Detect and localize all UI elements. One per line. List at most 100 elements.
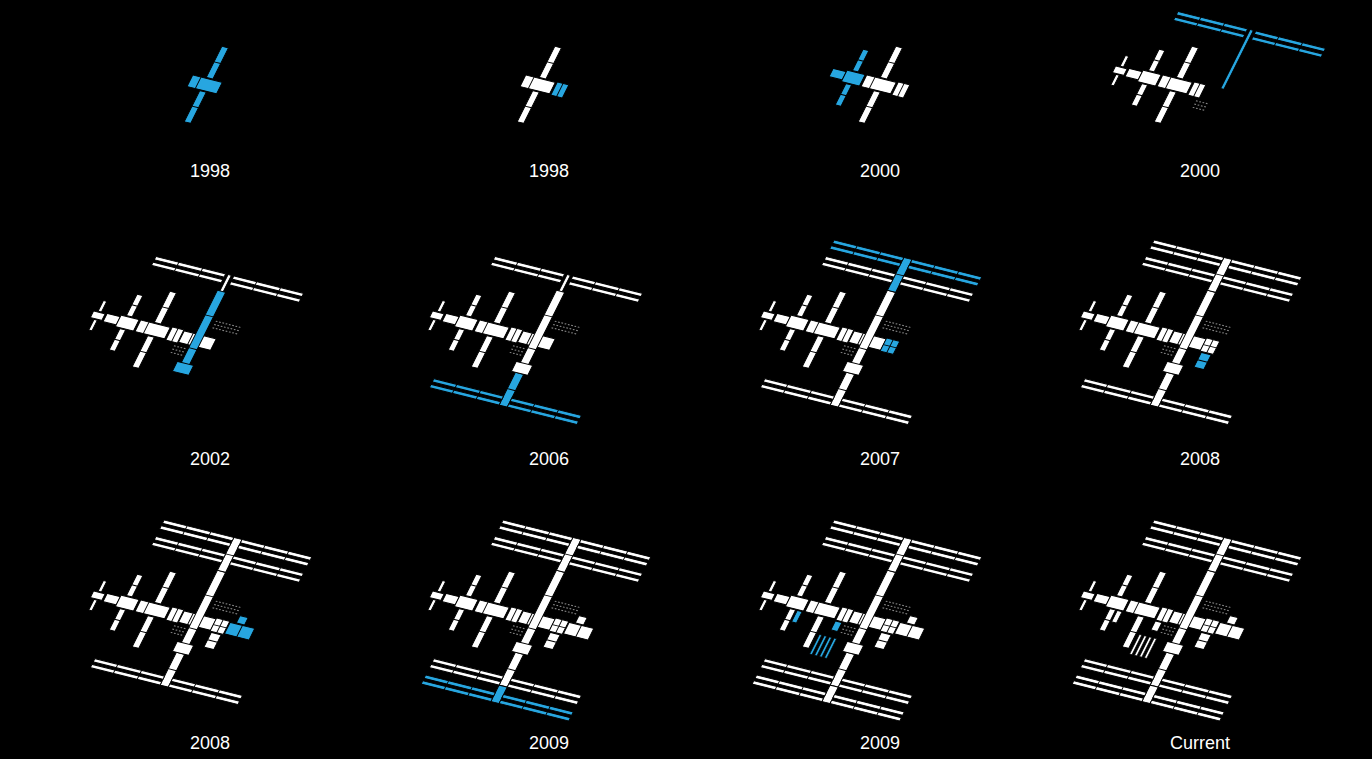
year-label: 2006 [529,449,569,471]
year-label: 2008 [190,733,230,755]
module [204,632,221,649]
year-label: 2008 [1180,449,1220,471]
module [1200,338,1220,354]
radiator [213,601,241,614]
year-label: 2009 [529,733,569,755]
solar-array [1080,379,1232,425]
module [1112,610,1163,633]
module [458,288,525,371]
station-stage [721,512,982,721]
year-label: 2000 [860,161,900,183]
station-stage [171,43,238,126]
radiator [171,346,187,356]
year-label: Current [1170,733,1230,755]
solar-array [1150,520,1302,566]
mobile-base [1162,641,1183,655]
module [892,82,910,98]
radiator [1203,321,1231,334]
module [1194,632,1211,649]
radiator [1203,601,1231,614]
solar-array [490,256,642,302]
radiator [552,601,580,614]
module [119,288,186,371]
module [874,632,891,649]
radiator [1161,346,1177,356]
module [1109,288,1176,371]
truss [1166,290,1215,374]
solar-array [90,659,242,705]
mobile-base [1162,361,1183,375]
module [543,632,560,649]
station-stage [504,43,584,129]
truss [176,570,225,654]
solar-array [421,675,573,721]
station-stage [1041,512,1302,721]
radiator [883,321,911,334]
solar-array [760,379,912,425]
radiator [841,346,857,356]
mobile-base [842,641,863,655]
module [792,610,843,633]
radiator [510,626,526,636]
module [224,614,258,640]
solar-array [830,240,982,286]
mobile-base [172,641,193,655]
module [894,614,928,640]
module [1188,82,1206,98]
station-stage [59,512,312,704]
radiator [1193,101,1209,111]
year-label: 1998 [190,161,230,183]
truss [846,570,895,654]
station-stage [398,249,642,425]
module [1194,352,1211,369]
solar-array [830,520,982,566]
year-label: 2002 [190,449,230,471]
station-stage [1049,232,1302,424]
mobile-base [511,641,532,655]
radiator [213,321,241,334]
module [171,43,238,126]
module [504,43,571,126]
module [563,614,597,640]
truss [1166,570,1215,654]
module [119,568,186,651]
station-stage [73,249,303,397]
mobile-base [511,361,532,375]
solar-array [499,520,651,566]
radiator [1161,626,1177,636]
module [458,568,525,651]
radiator [810,634,837,658]
module [551,82,569,98]
mobile-base [842,361,863,375]
solar-array [1072,675,1224,721]
truss [176,290,225,374]
solar-array [160,520,312,566]
solar-array [1150,240,1302,286]
radiator [171,626,187,636]
truss-mast [1221,29,1254,89]
year-label: 2009 [860,733,900,755]
radiator [883,601,911,614]
year-label: 2007 [860,449,900,471]
radiator [1130,634,1157,658]
module [880,338,900,354]
module [1141,43,1208,126]
solar-array [1173,11,1325,57]
solar-array [429,379,581,425]
module [1214,614,1248,640]
year-label: 2000 [1180,161,1220,183]
truss [515,290,564,374]
module [817,45,876,109]
station-stage [729,232,982,424]
solar-array [151,256,303,302]
truss [846,290,895,374]
mobile-base [172,361,193,375]
solar-array [752,675,904,721]
module [789,288,856,371]
radiator [510,346,526,356]
radiator [552,321,580,334]
truss [515,570,564,654]
station-stage [812,35,925,129]
station-stage [390,512,651,721]
